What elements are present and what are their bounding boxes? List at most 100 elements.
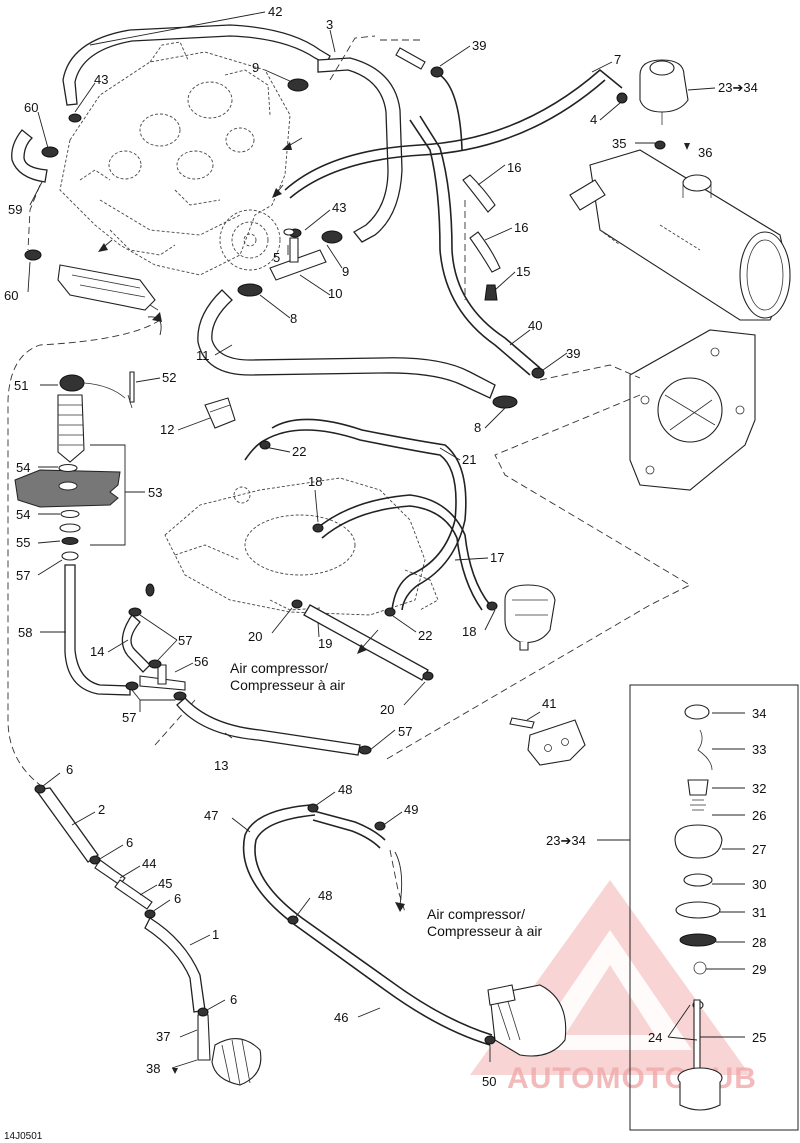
hose-59 — [11, 129, 48, 183]
callout: 10 — [328, 286, 342, 301]
clamp-set — [24, 66, 666, 1045]
callout: 47 — [204, 808, 218, 823]
fitting-39 — [395, 47, 426, 70]
callout: 9 — [252, 60, 259, 75]
callout: 1 — [212, 927, 219, 942]
air-compressor-caption-1-en: Air compressor/ — [230, 660, 328, 676]
callout: 40 — [528, 318, 542, 333]
callout: 11 — [196, 348, 210, 363]
callout: 8 — [474, 420, 481, 435]
pump-50 — [487, 984, 567, 1057]
callout: 57 — [16, 568, 30, 583]
callout: 9 — [342, 264, 349, 279]
callout: 14 — [90, 644, 104, 659]
support-plate — [14, 469, 121, 508]
callout: 57 — [398, 724, 412, 739]
callout: 4 — [590, 112, 597, 127]
callout: 60 — [4, 288, 18, 303]
callouts: 42 3 39 7 23➔34 43 9 60 4 35 36 59 16 43… — [4, 4, 766, 1089]
filler-neck — [57, 371, 135, 463]
hose-17 — [314, 494, 491, 606]
muffler — [569, 149, 791, 321]
callout: 28 — [752, 935, 766, 950]
hose-19 — [303, 604, 429, 681]
callout: 30 — [752, 877, 766, 892]
nozzle-37 — [197, 1014, 262, 1086]
exhaust-flange — [629, 329, 756, 491]
callout: 45 — [158, 876, 172, 891]
callout: 57 — [178, 633, 192, 648]
callout: 38 — [146, 1061, 160, 1076]
callout: 22 — [418, 628, 432, 643]
hose-47 — [242, 804, 491, 1046]
callout: 56 — [194, 654, 208, 669]
callout: 18 — [308, 474, 322, 489]
callout: 2 — [98, 802, 105, 817]
callout: 6 — [126, 835, 133, 850]
callout: 48 — [338, 782, 352, 797]
callout: 3 — [326, 17, 333, 32]
callout: 26 — [752, 808, 766, 823]
callout: 39 — [472, 38, 486, 53]
callout: 59 — [8, 202, 22, 217]
callout: 54 — [16, 460, 30, 475]
callout: 35 — [612, 136, 626, 151]
damper-bulb — [504, 584, 556, 651]
callout: 51 — [14, 378, 28, 393]
leader-lines — [27, 11, 745, 1069]
electrical-rail — [57, 264, 159, 311]
callout: 48 — [318, 888, 332, 903]
hose-1 — [144, 917, 206, 1013]
callout: 31 — [752, 905, 766, 920]
air-compressor-caption-2-fr: Compresseur à air — [427, 923, 542, 939]
callout: 41 — [542, 696, 556, 711]
callout: 7 — [614, 52, 621, 67]
flow-arrows — [98, 137, 690, 1074]
callout: 25 — [752, 1030, 766, 1045]
hose-40 — [409, 119, 531, 376]
hose-3 — [317, 57, 403, 243]
callout: 27 — [752, 842, 766, 857]
clip-12 — [204, 397, 236, 429]
callout: 15 — [516, 264, 530, 279]
callout: 20 — [380, 702, 394, 717]
callout: 50 — [482, 1074, 496, 1089]
hose-58 — [64, 564, 131, 696]
tee-fitting — [139, 664, 186, 691]
air-compressor-caption-1-fr: Compresseur à air — [230, 677, 345, 693]
seal-stack — [58, 463, 81, 561]
callout: 42 — [268, 4, 282, 19]
callout: 17 — [490, 550, 504, 565]
engine-block — [59, 41, 291, 276]
callout: 16 — [507, 160, 521, 175]
callout: 22 — [292, 444, 306, 459]
bracket-41 — [509, 717, 586, 766]
callout: 55 — [16, 535, 30, 550]
callout: 19 — [318, 636, 332, 651]
hose-14 — [121, 614, 151, 673]
hose-39-top — [439, 74, 463, 151]
callout: 6 — [66, 762, 73, 777]
diagram-code: 14J0501 — [4, 1131, 43, 1142]
callout: 20 — [248, 629, 262, 644]
callout: 60 — [24, 100, 38, 115]
callout: 16 — [514, 220, 528, 235]
callout: 58 — [18, 625, 32, 640]
callout: 23➔34 — [546, 833, 586, 848]
hose-11 — [197, 289, 496, 399]
callout: 46 — [334, 1010, 348, 1025]
hose-21 — [264, 429, 457, 611]
callout: 49 — [404, 802, 418, 817]
callout: 6 — [230, 992, 237, 1007]
fitting-10 — [269, 228, 327, 281]
callout: 53 — [148, 485, 162, 500]
callout: 24 — [648, 1030, 662, 1045]
vent-tank — [639, 59, 689, 125]
hose-13 — [176, 697, 361, 756]
callout: 43 — [332, 200, 346, 215]
intake-housing — [164, 477, 439, 616]
callout: 29 — [752, 962, 766, 977]
callout: 8 — [290, 311, 297, 326]
callout: 44 — [142, 856, 156, 871]
